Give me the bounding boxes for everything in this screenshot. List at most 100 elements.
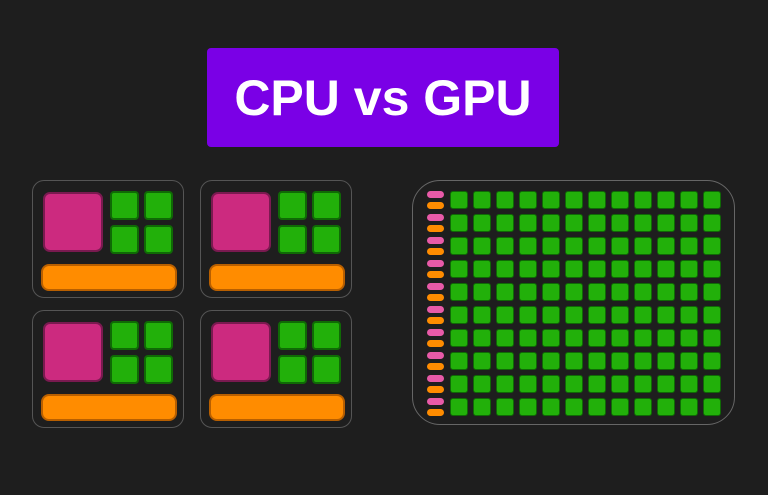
gpu-core (519, 237, 537, 255)
gpu-core (519, 329, 537, 347)
gpu-core (634, 352, 652, 370)
gpu-core (657, 329, 675, 347)
gpu-core (611, 352, 629, 370)
cpu-core (110, 191, 139, 220)
gpu-core (473, 398, 491, 416)
title-banner: CPU vs GPU (207, 48, 559, 147)
gpu-control-pill (427, 398, 444, 405)
gpu-core (611, 375, 629, 393)
gpu-core (542, 214, 560, 232)
gpu-core (565, 283, 583, 301)
cpu-control-unit (41, 264, 177, 291)
gpu-core (611, 214, 629, 232)
gpu-core (450, 329, 468, 347)
gpu-core (703, 306, 721, 324)
gpu-core (611, 237, 629, 255)
cpu-core (278, 191, 307, 220)
gpu-core (519, 352, 537, 370)
gpu-core (565, 398, 583, 416)
gpu-core (473, 306, 491, 324)
gpu-core (703, 398, 721, 416)
gpu-core (703, 329, 721, 347)
cpu-cache (43, 192, 103, 252)
gpu-core (565, 306, 583, 324)
gpu-core (542, 375, 560, 393)
gpu-core (588, 237, 606, 255)
gpu-core (565, 214, 583, 232)
gpu-core (703, 352, 721, 370)
gpu-core (680, 214, 698, 232)
gpu-core (496, 191, 514, 209)
gpu-core (680, 329, 698, 347)
gpu-core (450, 352, 468, 370)
gpu-control-pill (427, 283, 444, 290)
cpu-core (278, 355, 307, 384)
gpu-core (542, 260, 560, 278)
cpu-control-unit (209, 394, 345, 421)
gpu-core (680, 191, 698, 209)
gpu-core (565, 329, 583, 347)
gpu-core (519, 375, 537, 393)
gpu-core (657, 352, 675, 370)
gpu-core (542, 306, 560, 324)
gpu-control-pill (427, 271, 444, 278)
cpu-core (144, 321, 173, 350)
gpu-control-pill (427, 237, 444, 244)
gpu-core (519, 191, 537, 209)
gpu-core (565, 260, 583, 278)
gpu-core (657, 214, 675, 232)
gpu-core (450, 191, 468, 209)
cpu-block (200, 310, 352, 428)
gpu-control-pill (427, 225, 444, 232)
gpu-diagram (412, 180, 735, 425)
gpu-core (588, 375, 606, 393)
gpu-control-pill (427, 294, 444, 301)
gpu-core (473, 283, 491, 301)
gpu-core (611, 191, 629, 209)
cpu-cache (43, 322, 103, 382)
gpu-core (680, 260, 698, 278)
gpu-control-pill (427, 202, 444, 209)
cpu-cache (211, 192, 271, 252)
gpu-core (634, 398, 652, 416)
gpu-core (519, 283, 537, 301)
gpu-core (450, 260, 468, 278)
gpu-core (542, 352, 560, 370)
gpu-core (496, 329, 514, 347)
gpu-core (496, 398, 514, 416)
gpu-core (519, 260, 537, 278)
gpu-core (703, 283, 721, 301)
cpu-core (110, 321, 139, 350)
gpu-core (611, 260, 629, 278)
gpu-core (450, 306, 468, 324)
gpu-core (565, 352, 583, 370)
gpu-core (450, 375, 468, 393)
gpu-core (450, 398, 468, 416)
gpu-core (450, 214, 468, 232)
gpu-core (542, 191, 560, 209)
gpu-core (611, 329, 629, 347)
cpu-core (144, 225, 173, 254)
gpu-core (519, 214, 537, 232)
gpu-core (588, 398, 606, 416)
gpu-core (680, 375, 698, 393)
gpu-core (519, 398, 537, 416)
gpu-core (634, 260, 652, 278)
cpu-core (144, 191, 173, 220)
gpu-control-pill (427, 214, 444, 221)
gpu-core (611, 306, 629, 324)
cpu-core (312, 225, 341, 254)
gpu-core (542, 398, 560, 416)
gpu-core (496, 283, 514, 301)
gpu-core (542, 329, 560, 347)
cpu-core (110, 355, 139, 384)
gpu-control-pill (427, 260, 444, 267)
gpu-control-pill (427, 317, 444, 324)
gpu-core (634, 191, 652, 209)
gpu-core (680, 398, 698, 416)
cpu-block (200, 180, 352, 298)
cpu-core (278, 321, 307, 350)
gpu-control-pill (427, 340, 444, 347)
gpu-core (496, 214, 514, 232)
gpu-core (496, 352, 514, 370)
